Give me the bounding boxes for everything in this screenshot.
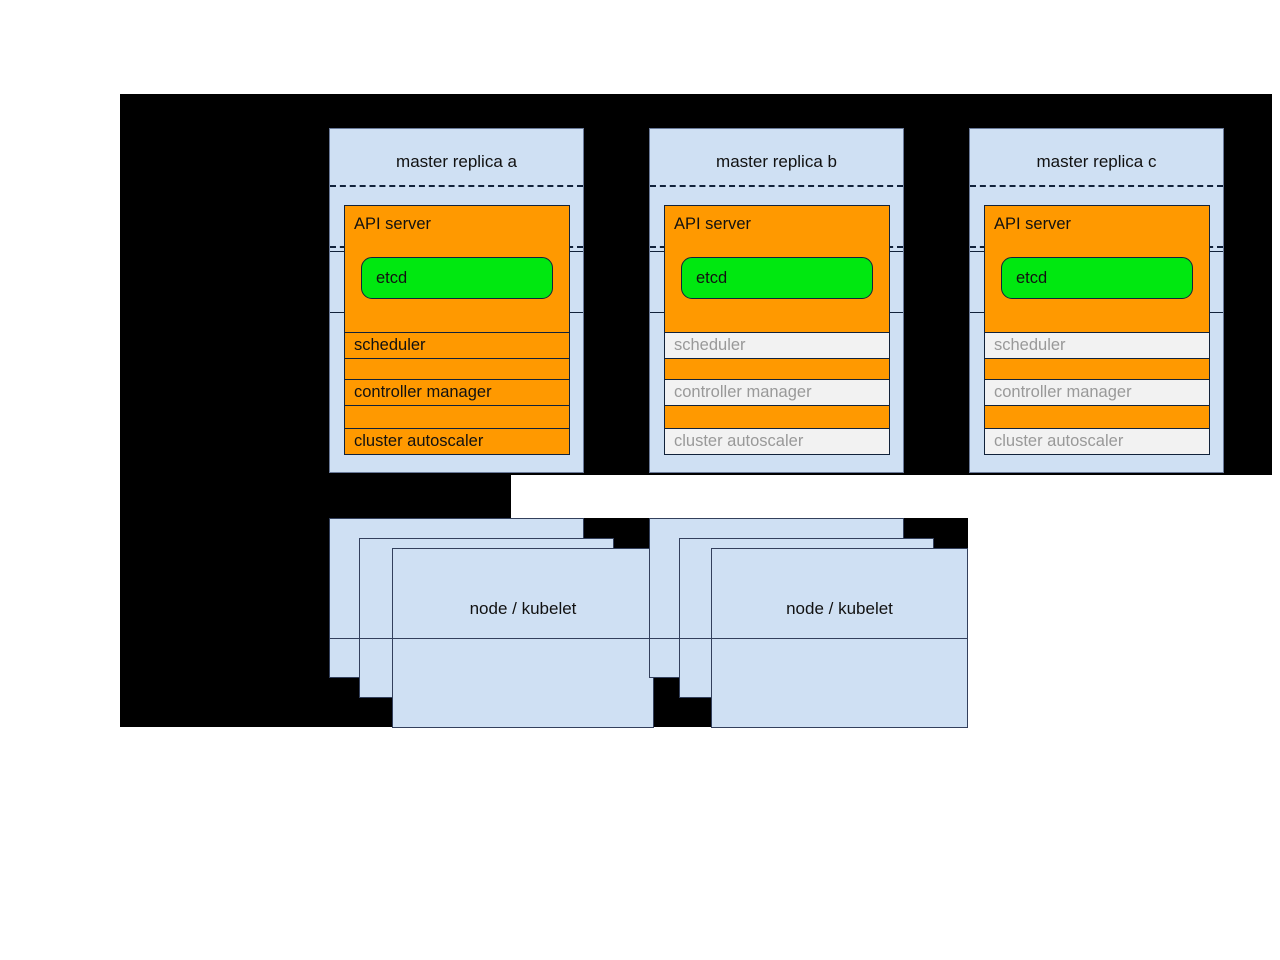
master-replica-b-scheduler[interactable]: scheduler [664, 332, 890, 359]
master-replica-a-etcd[interactable]: etcd [361, 257, 553, 299]
master-replica-b-etcd-label: etcd [696, 268, 728, 287]
master-replica-c-title: master replica c [1036, 152, 1157, 171]
master-replica-c-scheduler[interactable]: scheduler [984, 332, 1210, 359]
master-replica-a-etcd-label: etcd [376, 268, 408, 287]
master-replica-a-controller-manager-label: controller manager [354, 383, 492, 401]
node-group-1-internal-rule [329, 638, 654, 639]
master-replica-a-api-server-label: API server [354, 215, 432, 233]
master-replica-c-cluster-autoscaler[interactable]: cluster autoscaler [984, 428, 1210, 455]
master-replica-b-scheduler-label: scheduler [674, 336, 746, 354]
replica-c-divider-title [970, 185, 1223, 187]
master-replica-b[interactable]: master replica b API server etcd schedul… [649, 128, 904, 473]
master-replica-c[interactable]: master replica c API server etcd schedul… [969, 128, 1224, 473]
master-replica-b-cluster-autoscaler[interactable]: cluster autoscaler [664, 428, 890, 455]
master-replica-c-controller-manager-label: controller manager [994, 383, 1132, 401]
master-replica-c-etcd-label: etcd [1016, 268, 1048, 287]
master-replica-a-cluster-autoscaler-label: cluster autoscaler [354, 432, 484, 450]
master-replica-b-etcd[interactable]: etcd [681, 257, 873, 299]
master-replica-a-title: master replica a [396, 152, 517, 171]
master-replica-c-controller-manager[interactable]: controller manager [984, 379, 1210, 406]
master-replica-a[interactable]: master replica a API server etcd schedul… [329, 128, 584, 473]
master-replica-a-cluster-autoscaler[interactable]: cluster autoscaler [344, 428, 570, 455]
master-replica-c-scheduler-label: scheduler [994, 336, 1066, 354]
master-replica-b-title: master replica b [716, 152, 837, 171]
master-replica-c-api-server-label: API server [994, 215, 1072, 233]
master-replica-a-controller-manager[interactable]: controller manager [344, 379, 570, 406]
master-replica-c-etcd[interactable]: etcd [1001, 257, 1193, 299]
node-group-1-label: node / kubelet [469, 599, 577, 618]
master-replica-b-cluster-autoscaler-label: cluster autoscaler [674, 432, 804, 450]
master-replica-b-controller-manager-label: controller manager [674, 383, 812, 401]
replica-b-divider-title [650, 185, 903, 187]
master-replica-a-scheduler-label: scheduler [354, 336, 426, 354]
master-replica-b-api-server-label: API server [674, 215, 752, 233]
replica-a-divider-title [330, 185, 583, 187]
master-replica-a-scheduler[interactable]: scheduler [344, 332, 570, 359]
node-group-2-internal-rule [649, 638, 968, 639]
background-knockout-band [511, 475, 1280, 518]
master-replica-b-controller-manager[interactable]: controller manager [664, 379, 890, 406]
master-replica-c-cluster-autoscaler-label: cluster autoscaler [994, 432, 1124, 450]
node-group-2-label: node / kubelet [786, 599, 893, 618]
